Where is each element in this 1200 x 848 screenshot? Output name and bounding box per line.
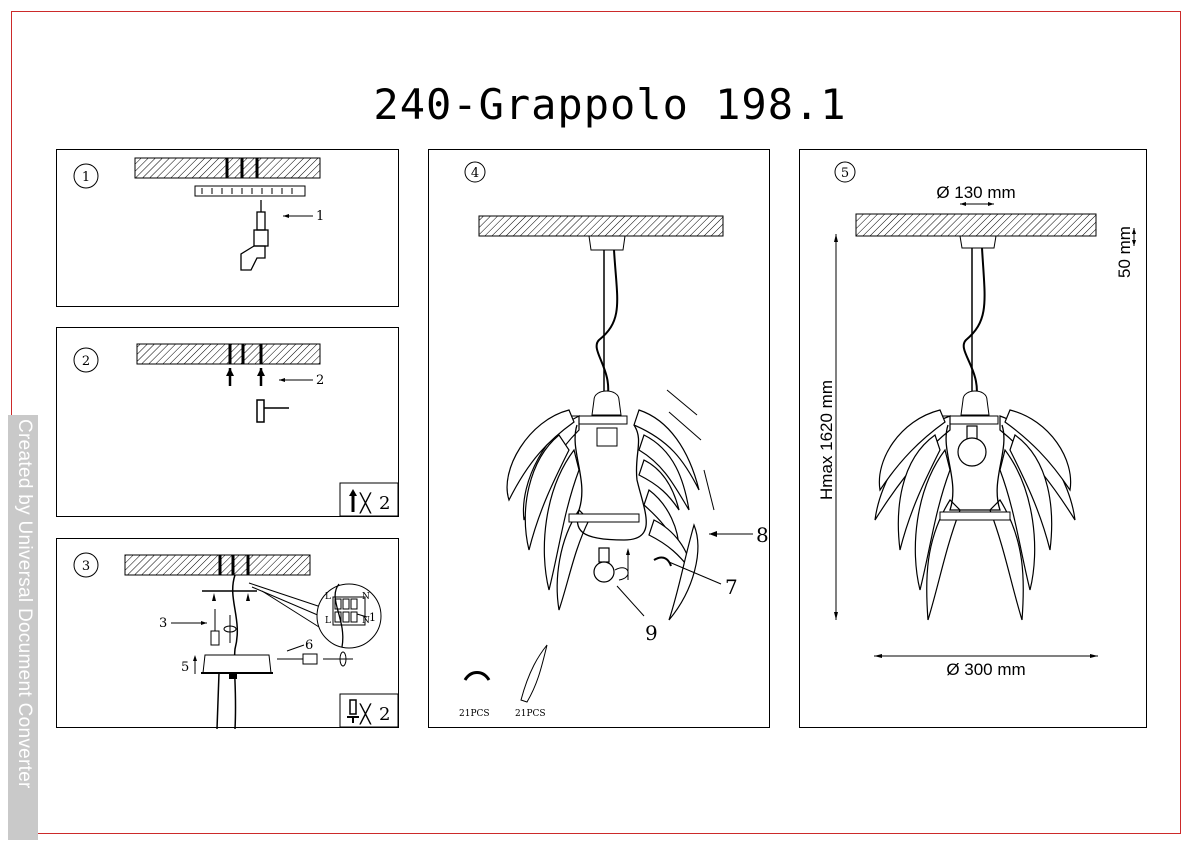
mounting-template <box>194 185 306 197</box>
ceiling <box>478 215 724 237</box>
watermark-text: Created by Universal Document Converter <box>14 419 35 789</box>
canopy <box>202 654 272 674</box>
step-number: 1 <box>82 170 90 185</box>
step-number-circle <box>73 163 99 189</box>
step-2-illustration: 2 2 ╳ 2 <box>73 343 399 517</box>
quantity-box <box>339 482 399 517</box>
callout-3: 3 <box>159 616 167 631</box>
canopy <box>588 235 626 251</box>
canopy-diameter-label: Ø 130 mm <box>936 183 1015 202</box>
cable <box>962 247 986 401</box>
callout-2: 2 <box>316 373 324 388</box>
terminal-letter: N <box>362 592 370 602</box>
callout-1: 1 <box>316 209 324 224</box>
quantity-value: 2 <box>379 704 390 725</box>
step-4-panel: 4 <box>428 149 770 728</box>
part-count: 21PCS <box>459 709 490 719</box>
step-1-panel: 1 1 <box>56 149 399 307</box>
step-number: 3 <box>82 559 90 574</box>
step-number: 4 <box>471 166 479 181</box>
clip-part-icon <box>463 671 491 681</box>
lamp-holder <box>960 390 990 416</box>
terminal-block <box>332 583 366 648</box>
quantity-box <box>339 693 399 728</box>
diameter-label: Ø 300 mm <box>946 660 1025 679</box>
height-label: Hmax 1620 mm <box>817 380 836 500</box>
quantity-label: ╳ <box>359 492 372 514</box>
terminal-letter: L <box>325 616 331 626</box>
callout-terminal: 1 <box>369 611 376 624</box>
screw-icon <box>277 651 353 667</box>
glass-leaves <box>874 409 1076 621</box>
watermark: Created by Universal Document Converter <box>8 415 38 840</box>
callout-9: 9 <box>645 621 658 645</box>
callout-6: 6 <box>305 638 313 653</box>
step-3-panel: 3 N L L N 1 3 <box>56 538 399 730</box>
terminal-letter: L <box>325 592 331 602</box>
step-1-illustration: 1 1 <box>73 157 324 271</box>
step-3-illustration: 3 N L L N 1 3 <box>73 552 399 730</box>
wall-plug-icon <box>228 368 263 386</box>
callout-7: 7 <box>725 575 738 599</box>
glass-leaf-part-icon <box>520 644 548 703</box>
quantity-value: 2 <box>379 493 390 514</box>
ceiling <box>124 554 311 576</box>
glass-leaves <box>506 409 700 621</box>
step-number: 5 <box>841 166 849 181</box>
screwdriver-icon <box>256 399 289 423</box>
lamp-holder <box>591 390 622 416</box>
step-4-illustration: 4 <box>459 161 769 719</box>
cable <box>231 574 239 730</box>
bulb-icon <box>593 547 615 583</box>
callout-5: 5 <box>181 660 189 675</box>
step-number: 2 <box>82 354 90 369</box>
terminal-letter: N <box>362 616 370 626</box>
bulb-icon <box>957 425 987 467</box>
screw-icon <box>210 609 237 646</box>
canopy <box>959 235 997 249</box>
part-count: 21PCS <box>515 709 546 719</box>
quantity-label: ╳ <box>359 703 372 725</box>
page-title: 240-Grappolo 198.1 <box>373 80 847 129</box>
drill-icon <box>240 200 269 271</box>
wall-plug-icon <box>349 489 357 512</box>
ceiling <box>855 213 1097 237</box>
step-2-panel: 2 2 ╳ 2 <box>56 327 399 517</box>
cable <box>595 249 619 401</box>
screw-icon <box>347 699 359 723</box>
canopy-height-label: 50 mm <box>1115 226 1134 278</box>
step-5-panel: 5 Ø 130 mm 50 mm Hmax 1620 mm <box>799 149 1147 728</box>
callout-8: 8 <box>756 523 769 547</box>
step-5-illustration: 5 Ø 130 mm 50 mm Hmax 1620 mm <box>817 161 1136 679</box>
